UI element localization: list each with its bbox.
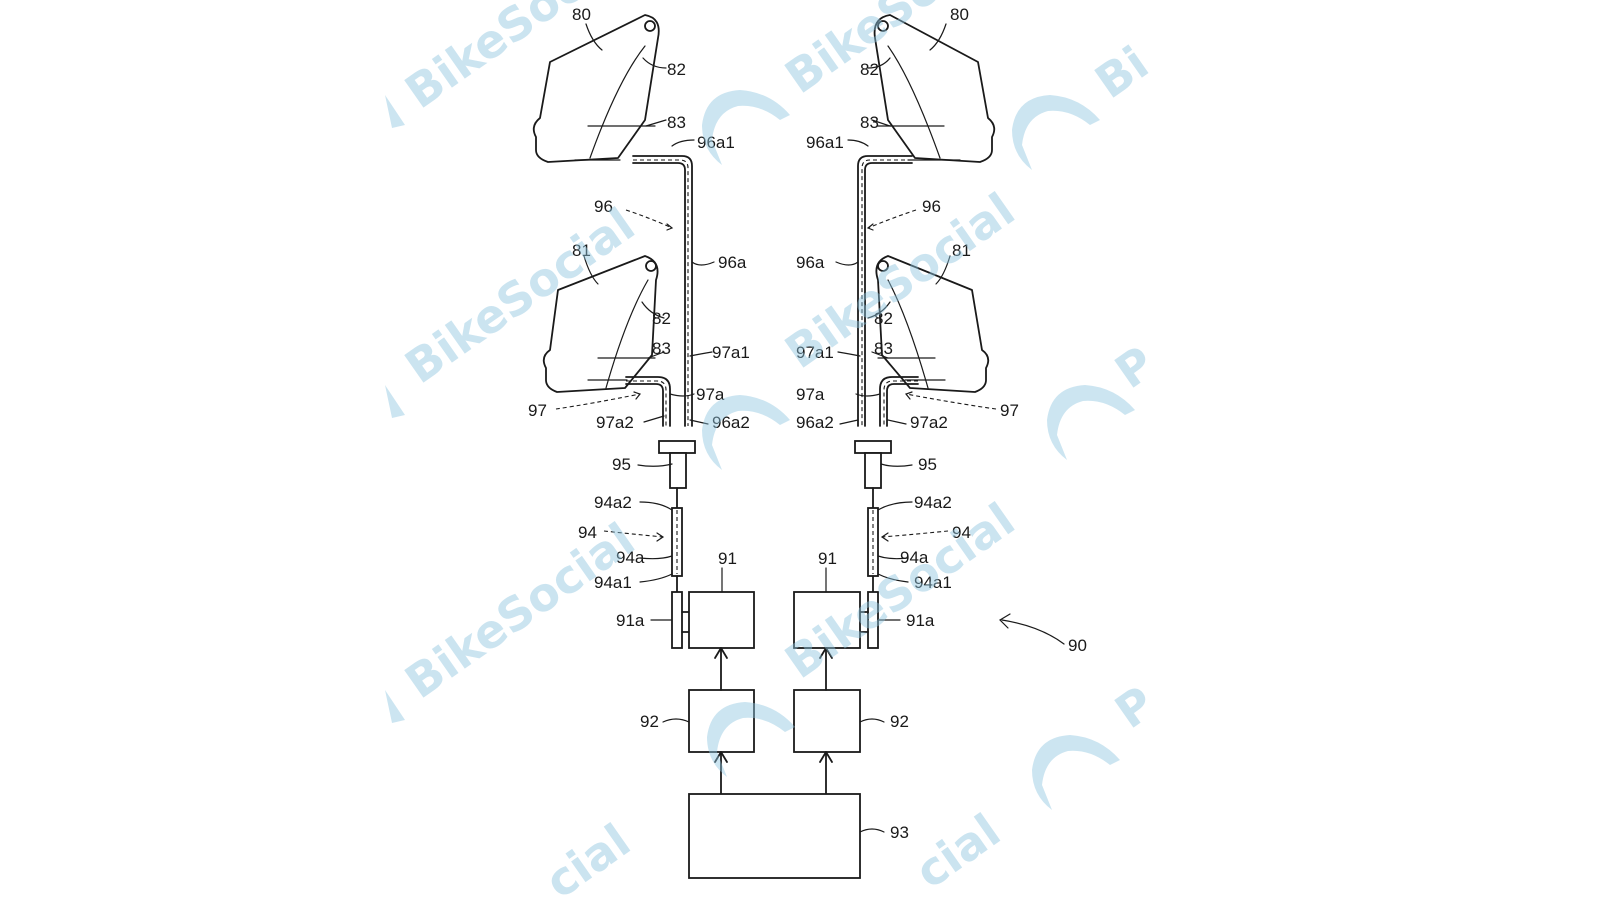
watermark-text-partial: cial — [535, 813, 640, 900]
box-93 — [688, 793, 861, 879]
label-94a1-left: 94a1 — [594, 573, 632, 592]
label-96-left: 96 — [594, 197, 613, 216]
right-joint-95-stem — [864, 452, 882, 489]
right-box-91 — [793, 591, 861, 649]
label-83-left-lower: 83 — [652, 339, 671, 358]
watermark-logo-icon — [1047, 385, 1135, 460]
label-97a1-left: 97a1 — [712, 343, 750, 362]
label-97a-right: 97a — [796, 385, 825, 404]
left-upper-caliper — [532, 14, 660, 163]
label-96a2-left: 96a2 — [712, 413, 750, 432]
labels: 80 82 83 96a1 96 96a 81 82 83 97a1 97a 9… — [528, 5, 1087, 842]
label-82-right-lower: 82 — [874, 309, 893, 328]
right-upper-caliper-hole — [877, 20, 889, 32]
label-95-left: 95 — [612, 455, 631, 474]
watermark-text: BikeSocial — [775, 492, 1024, 689]
watermark-logo-icon — [707, 702, 795, 777]
label-96a1-right: 96a1 — [806, 133, 844, 152]
watermark-logo-icon — [702, 395, 790, 470]
label-82-right-upper: 82 — [860, 60, 879, 79]
left-lower-caliper-hole — [645, 260, 657, 272]
label-81-right: 81 — [952, 241, 971, 260]
label-94a1-right: 94a1 — [914, 573, 952, 592]
label-90: 90 — [1068, 636, 1087, 655]
label-96a-right: 96a — [796, 253, 825, 272]
watermark-text-partial: cial — [905, 803, 1010, 899]
watermark-logo-icon — [702, 90, 790, 165]
label-92-left: 92 — [640, 712, 659, 731]
watermark-text-partial: P — [1105, 335, 1164, 399]
label-82-left-upper: 82 — [667, 60, 686, 79]
label-80-right: 80 — [950, 5, 969, 24]
label-94-left: 94 — [578, 523, 597, 542]
right-lower-caliper-hole — [877, 260, 889, 272]
label-96a2-right: 96a2 — [796, 413, 834, 432]
label-97a2-right: 97a2 — [910, 413, 948, 432]
label-91-left: 91 — [718, 549, 737, 568]
label-94a-right: 94a — [900, 548, 929, 567]
right-box-92 — [793, 689, 861, 753]
left-assembly — [532, 14, 755, 795]
right-joint-95-top — [854, 440, 892, 454]
label-82-left-lower: 82 — [652, 309, 671, 328]
label-97-left: 97 — [528, 401, 547, 420]
watermark-text: BikeSocial — [775, 0, 1024, 104]
label-91a-left: 91a — [616, 611, 645, 630]
label-94-right: 94 — [952, 523, 971, 542]
label-94a-left: 94a — [616, 548, 645, 567]
right-pipe-97 — [879, 376, 919, 427]
label-97a2-left: 97a2 — [596, 413, 634, 432]
watermark-text: BikeSocial — [395, 512, 644, 709]
label-97-right: 97 — [1000, 401, 1019, 420]
watermark-text: BikeSocial — [395, 0, 644, 119]
watermark-logo-icon — [1012, 95, 1100, 170]
left-box-91 — [688, 591, 755, 649]
left-joint-95-stem — [669, 452, 687, 489]
label-96a-left: 96a — [718, 253, 747, 272]
watermark-text: BikeSocial — [395, 197, 644, 394]
label-97a1-right: 97a1 — [796, 343, 834, 362]
label-83-right-upper: 83 — [860, 113, 879, 132]
label-93: 93 — [890, 823, 909, 842]
label-80-left: 80 — [572, 5, 591, 24]
left-box-92 — [688, 689, 755, 753]
label-94a2-right: 94a2 — [914, 493, 952, 512]
label-97a-left: 97a — [696, 385, 725, 404]
label-91a-right: 91a — [906, 611, 935, 630]
label-95-right: 95 — [918, 455, 937, 474]
left-plate-91a — [671, 591, 683, 649]
leader-lines — [555, 23, 1065, 833]
watermark-logo-icon — [1032, 735, 1120, 810]
left-pipe-97 — [625, 376, 671, 427]
label-83-left-upper: 83 — [667, 113, 686, 132]
left-upper-caliper-hole — [644, 20, 656, 32]
watermark-text-partial: Bi — [1085, 36, 1158, 109]
label-94a2-left: 94a2 — [594, 493, 632, 512]
label-83-right-lower: 83 — [874, 339, 893, 358]
label-91-right: 91 — [818, 549, 837, 568]
watermark-logo-icon — [385, 95, 405, 128]
right-pipe-96 — [857, 155, 913, 427]
watermark-text: BikeSocial — [775, 182, 1024, 379]
left-pipe-96 — [632, 155, 693, 427]
watermark-text-partial: P — [1105, 675, 1164, 739]
left-joint-95-top — [658, 440, 696, 454]
watermarks: BikeSocial BikeSocial BikeSocial BikeSoc… — [385, 0, 1164, 900]
label-96a1-left: 96a1 — [697, 133, 735, 152]
right-assembly — [793, 14, 996, 795]
watermark-logo-icon — [385, 385, 405, 418]
label-92-right: 92 — [890, 712, 909, 731]
right-upper-caliper — [873, 14, 996, 163]
label-96-right: 96 — [922, 197, 941, 216]
watermark-logo-icon — [385, 690, 405, 723]
label-81-left: 81 — [572, 241, 591, 260]
